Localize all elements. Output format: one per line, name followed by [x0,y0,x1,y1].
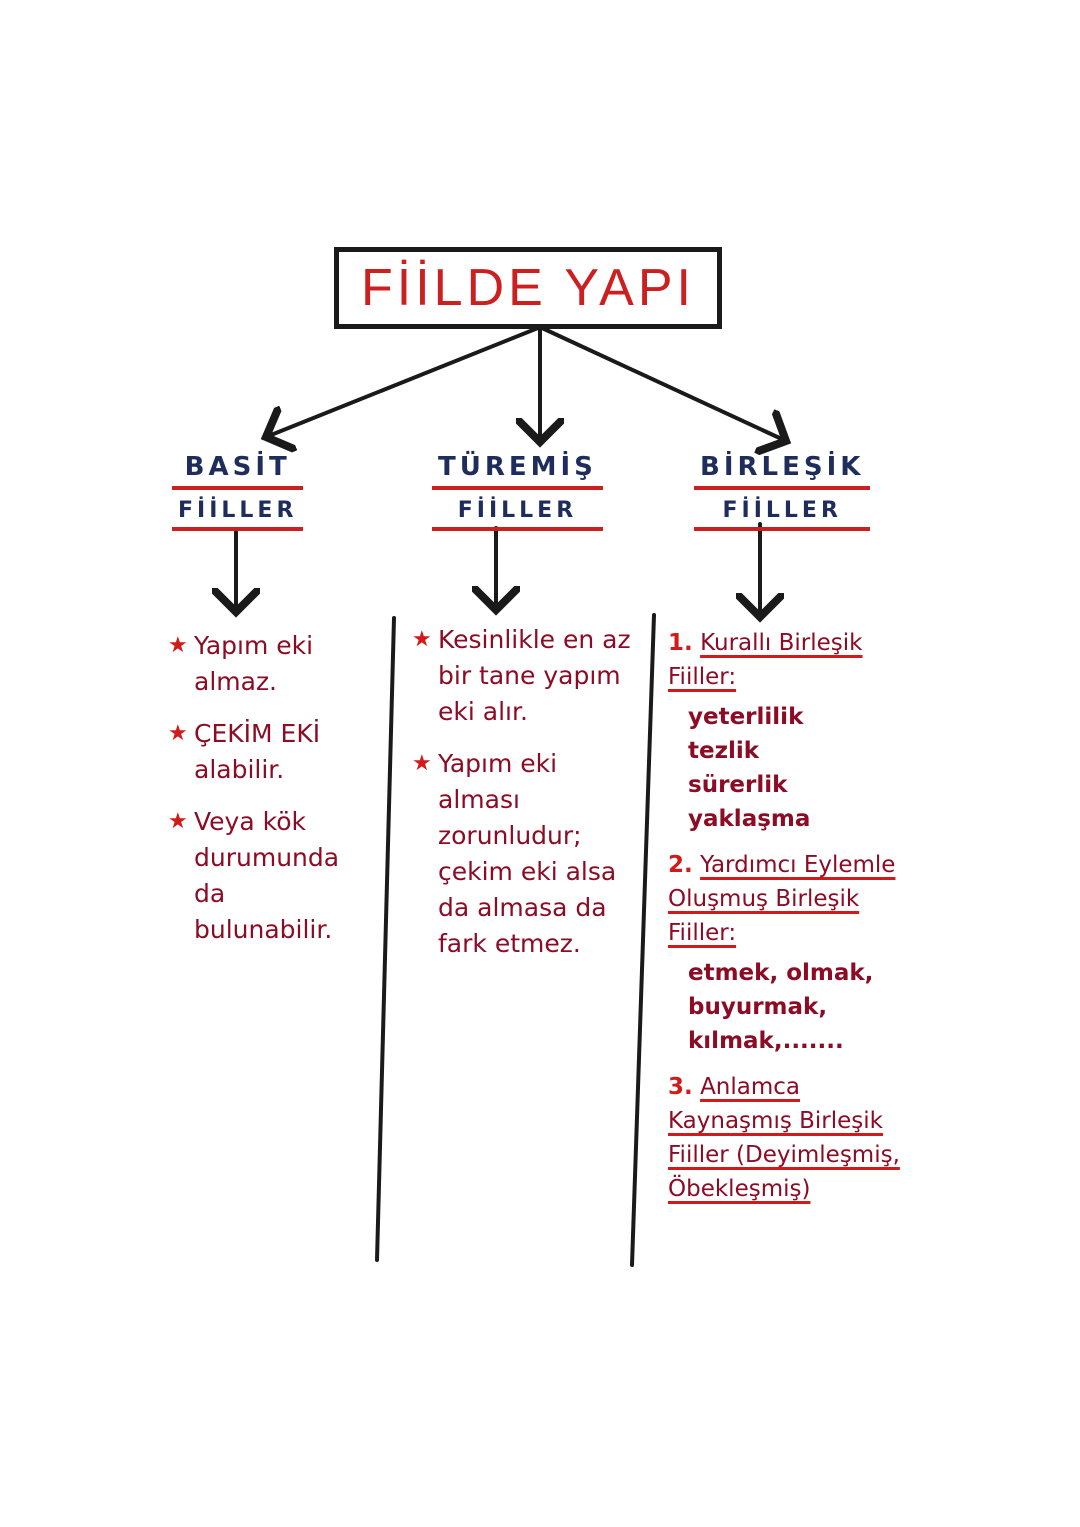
list-item: yaklaşma [688,806,811,832]
list-item: ★Veya kök durumunda da bulunabilir. [168,804,368,948]
list-item: tezlik [688,738,760,764]
list-item: buyurmak, kılmak,....... [688,994,844,1054]
group-title: Yardımcı Eylemle Oluşmuş Birleşik Fiille… [668,852,896,946]
group-2: 2. Yardımcı Eylemle Oluşmuş Birleşik Fii… [668,848,918,950]
basit-column: ★Yapım eki almaz. ★ÇEKİM EKİ alabilir. ★… [168,628,368,964]
list-item: sürerlik [688,772,788,798]
group-number: 2. [668,852,693,878]
column-divider-left [375,616,396,1262]
category-label-line2: FİİLLER [172,498,304,531]
list-item: etmek, olmak, [688,960,874,986]
arrow-to-birlesik [540,326,786,441]
list-item: ★Yapım eki alması zorunludur; çekim eki … [412,746,634,962]
category-label-line2: FİİLLER [694,498,871,531]
group-2-items: etmek, olmak, buyurmak, kılmak,....... [668,956,918,1058]
category-label-line2: FİİLLER [432,498,603,531]
list-item: ★ÇEKİM EKİ alabilir. [168,716,368,788]
star-icon: ★ [412,627,432,652]
star-icon: ★ [168,633,188,658]
list-item: ★Kesinlikle en az bir tane yapım eki alı… [412,622,634,730]
group-title: Anlamca Kaynaşmış Birleşik Fiiller (Deyi… [668,1074,900,1202]
turemis-column: ★Kesinlikle en az bir tane yapım eki alı… [412,622,634,978]
arrow-to-basit [266,326,540,437]
category-label-line1: TÜREMİŞ [432,452,603,490]
group-number: 1. [668,630,693,656]
star-icon: ★ [168,721,188,746]
star-icon: ★ [412,751,432,776]
group-title: Kurallı Birleşik Fiiller: [668,630,863,690]
star-icon: ★ [168,809,188,834]
list-item: yeterlilik [688,704,804,730]
category-turemis: TÜREMİŞ FİİLLER [432,452,603,531]
group-number: 3. [668,1074,693,1100]
birlesik-column: 1. Kurallı Birleşik Fiiller: yeterlilik … [668,626,918,1222]
category-label-line1: BİRLEŞİK [694,452,871,490]
group-3: 3. Anlamca Kaynaşmış Birleşik Fiiller (D… [668,1070,918,1206]
group-1: 1. Kurallı Birleşik Fiiller: [668,626,918,694]
category-birlesik: BİRLEŞİK FİİLLER [694,452,871,531]
column-divider-right [630,613,656,1267]
group-1-items: yeterlilik tezlik sürerlik yaklaşma [668,700,918,836]
category-label-line1: BASİT [172,452,304,490]
category-basit: BASİT FİİLLER [172,452,304,531]
diagram-title: FİİLDE YAPI [334,247,722,329]
list-item: ★Yapım eki almaz. [168,628,368,700]
